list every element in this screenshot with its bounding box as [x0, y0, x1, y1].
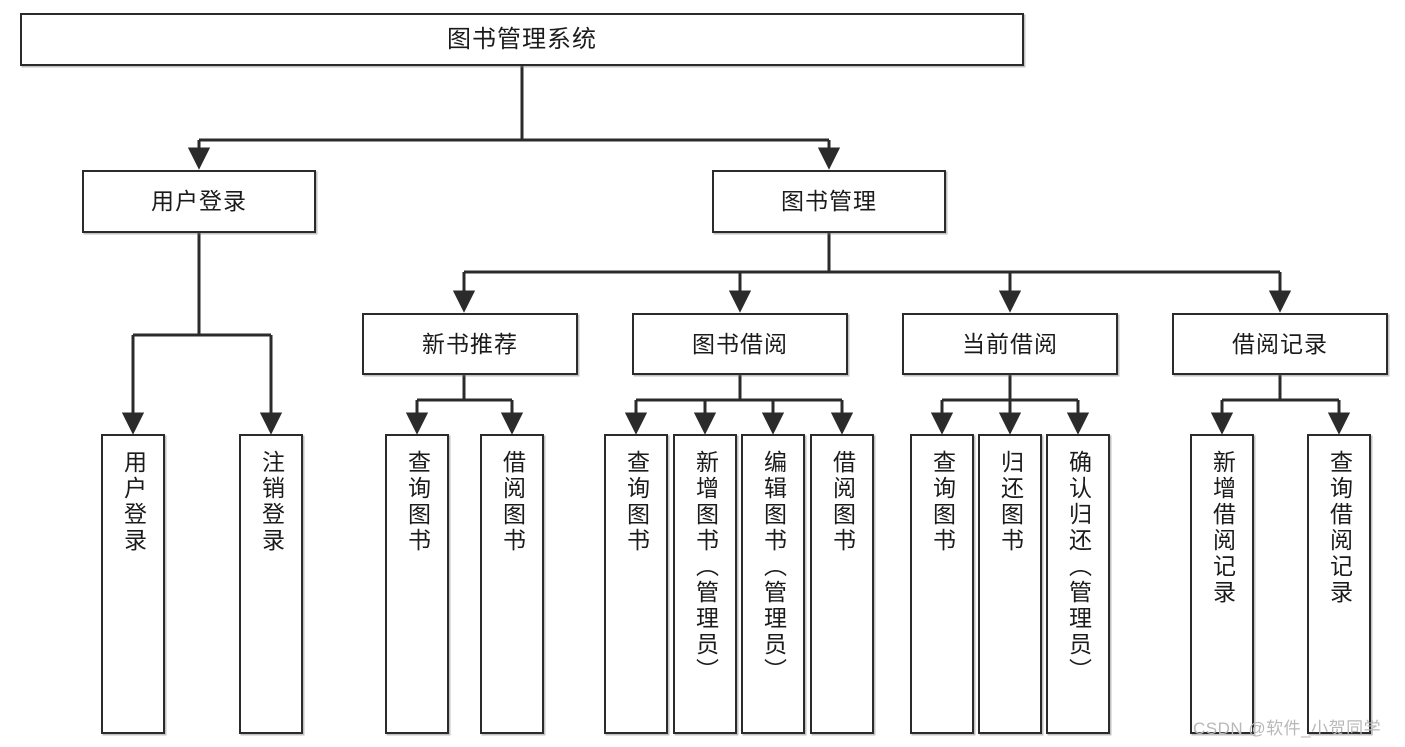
node-leaf-query-book-3[interactable]: 查询图书	[910, 434, 974, 734]
node-leaf-add-record[interactable]: 新增借阅记录	[1190, 434, 1254, 734]
node-borrow-record-label: 借阅记录	[1232, 330, 1328, 357]
node-leaf-query-book-1-label: 查询图书	[404, 450, 431, 554]
node-leaf-logout-label: 注销登录	[258, 450, 285, 554]
node-leaf-return-book-label: 归还图书	[997, 450, 1024, 554]
node-user-login-label: 用户登录	[151, 188, 247, 215]
node-leaf-user-login[interactable]: 用户登录	[101, 434, 165, 734]
node-book-borrow[interactable]: 图书借阅	[632, 313, 848, 375]
node-leaf-edit-book[interactable]: 编辑图书（管理员）	[741, 434, 805, 734]
node-leaf-add-book-label: 新增图书（管理员）	[692, 450, 719, 684]
node-leaf-add-record-label: 新增借阅记录	[1209, 450, 1236, 606]
node-user-login[interactable]: 用户登录	[82, 170, 316, 233]
node-leaf-confirm-return[interactable]: 确认归还（管理员）	[1046, 434, 1110, 734]
node-new-book-recommend[interactable]: 新书推荐	[362, 313, 578, 375]
node-book-borrow-label: 图书借阅	[692, 330, 788, 357]
node-leaf-borrow-book-2[interactable]: 借阅图书	[810, 434, 874, 734]
node-leaf-add-book[interactable]: 新增图书（管理员）	[673, 434, 737, 734]
node-root-label: 图书管理系统	[447, 25, 597, 53]
node-root[interactable]: 图书管理系统	[20, 13, 1024, 66]
node-leaf-logout[interactable]: 注销登录	[239, 434, 303, 734]
node-leaf-borrow-book-1[interactable]: 借阅图书	[480, 434, 544, 734]
node-leaf-query-book-2-label: 查询图书	[623, 450, 650, 554]
node-current-borrow-label: 当前借阅	[962, 330, 1058, 357]
node-book-management-label: 图书管理	[781, 188, 877, 215]
node-leaf-query-book-2[interactable]: 查询图书	[604, 434, 668, 734]
node-leaf-borrow-book-2-label: 借阅图书	[829, 450, 856, 554]
node-current-borrow[interactable]: 当前借阅	[902, 313, 1118, 375]
node-leaf-query-record-label: 查询借阅记录	[1326, 450, 1353, 606]
node-leaf-borrow-book-1-label: 借阅图书	[499, 450, 526, 554]
node-leaf-query-book-1[interactable]: 查询图书	[385, 434, 449, 734]
node-leaf-user-login-label: 用户登录	[120, 450, 147, 554]
node-leaf-return-book[interactable]: 归还图书	[978, 434, 1042, 734]
node-leaf-query-record[interactable]: 查询借阅记录	[1307, 434, 1371, 734]
node-book-management[interactable]: 图书管理	[712, 170, 946, 233]
csdn-watermark: CSDN @软件_小贺同学	[1193, 719, 1382, 738]
node-leaf-query-book-3-label: 查询图书	[929, 450, 956, 554]
node-new-book-recommend-label: 新书推荐	[422, 330, 518, 357]
node-borrow-record[interactable]: 借阅记录	[1172, 313, 1388, 375]
node-leaf-edit-book-label: 编辑图书（管理员）	[760, 450, 787, 684]
node-leaf-confirm-return-label: 确认归还（管理员）	[1065, 450, 1092, 684]
